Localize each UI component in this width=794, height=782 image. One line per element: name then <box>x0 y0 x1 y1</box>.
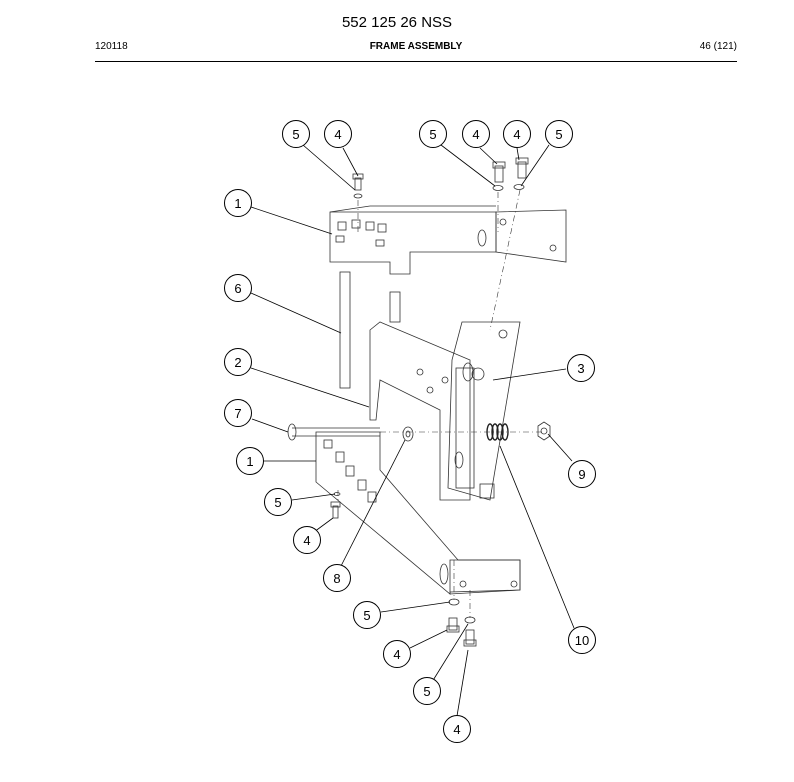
plate-part <box>447 321 521 501</box>
svg-text:4: 4 <box>453 722 460 737</box>
svg-text:4: 4 <box>303 533 310 548</box>
callout-5: 5 <box>353 601 381 629</box>
callout-10: 10 <box>568 626 596 654</box>
svg-text:5: 5 <box>429 127 436 142</box>
svg-text:8: 8 <box>333 571 340 586</box>
callout-3: 3 <box>567 354 595 382</box>
svg-text:1: 1 <box>246 454 253 469</box>
callout-5: 5 <box>413 677 441 705</box>
center-lines <box>337 189 544 618</box>
nut-part <box>537 421 551 441</box>
svg-text:5: 5 <box>555 127 562 142</box>
section-title: FRAME ASSEMBLY <box>369 41 463 52</box>
rod-part <box>339 271 351 389</box>
svg-text:4: 4 <box>334 127 341 142</box>
svg-text:6: 6 <box>234 281 241 296</box>
callouts: 5 4 5 4 4 5 1 6 2 3 7 1 9 5 4 8 5 10 4 5… <box>224 120 596 743</box>
callout-5: 5 <box>282 120 310 148</box>
svg-text:2: 2 <box>234 355 241 370</box>
svg-text:5: 5 <box>292 127 299 142</box>
callout-1: 1 <box>236 447 264 475</box>
callout-4: 4 <box>383 640 411 668</box>
callout-1: 1 <box>224 189 252 217</box>
washer-part <box>402 426 414 442</box>
callout-4: 4 <box>462 120 490 148</box>
svg-text:4: 4 <box>472 127 479 142</box>
callout-4: 4 <box>503 120 531 148</box>
svg-text:9: 9 <box>578 467 585 482</box>
svg-text:10: 10 <box>575 633 589 648</box>
callout-2: 2 <box>224 348 252 376</box>
callout-9: 9 <box>568 460 596 488</box>
page-indicator: 46 (121) <box>699 41 737 52</box>
svg-text:5: 5 <box>363 608 370 623</box>
callout-7: 7 <box>224 399 252 427</box>
document-code: 120118 <box>95 41 128 52</box>
header-rule <box>95 61 737 62</box>
callout-5: 5 <box>545 120 573 148</box>
svg-text:7: 7 <box>234 406 241 421</box>
svg-text:1: 1 <box>234 196 241 211</box>
callout-4: 4 <box>324 120 352 148</box>
screws-and-washers <box>330 157 529 647</box>
callout-5: 5 <box>419 120 447 148</box>
lower-frame-part <box>315 431 521 595</box>
svg-text:3: 3 <box>577 361 584 376</box>
svg-text:5: 5 <box>274 495 281 510</box>
upper-frame-part <box>329 205 567 275</box>
callout-4: 4 <box>293 526 321 554</box>
part-number-title: 552 125 26 NSS <box>341 14 453 31</box>
callout-8: 8 <box>323 564 351 592</box>
leader-lines <box>250 144 575 717</box>
svg-text:5: 5 <box>423 684 430 699</box>
callout-5: 5 <box>264 488 292 516</box>
callout-6: 6 <box>224 274 252 302</box>
svg-text:4: 4 <box>393 647 400 662</box>
callout-4: 4 <box>443 715 471 743</box>
svg-text:4: 4 <box>513 127 520 142</box>
bracket-part <box>369 291 474 501</box>
